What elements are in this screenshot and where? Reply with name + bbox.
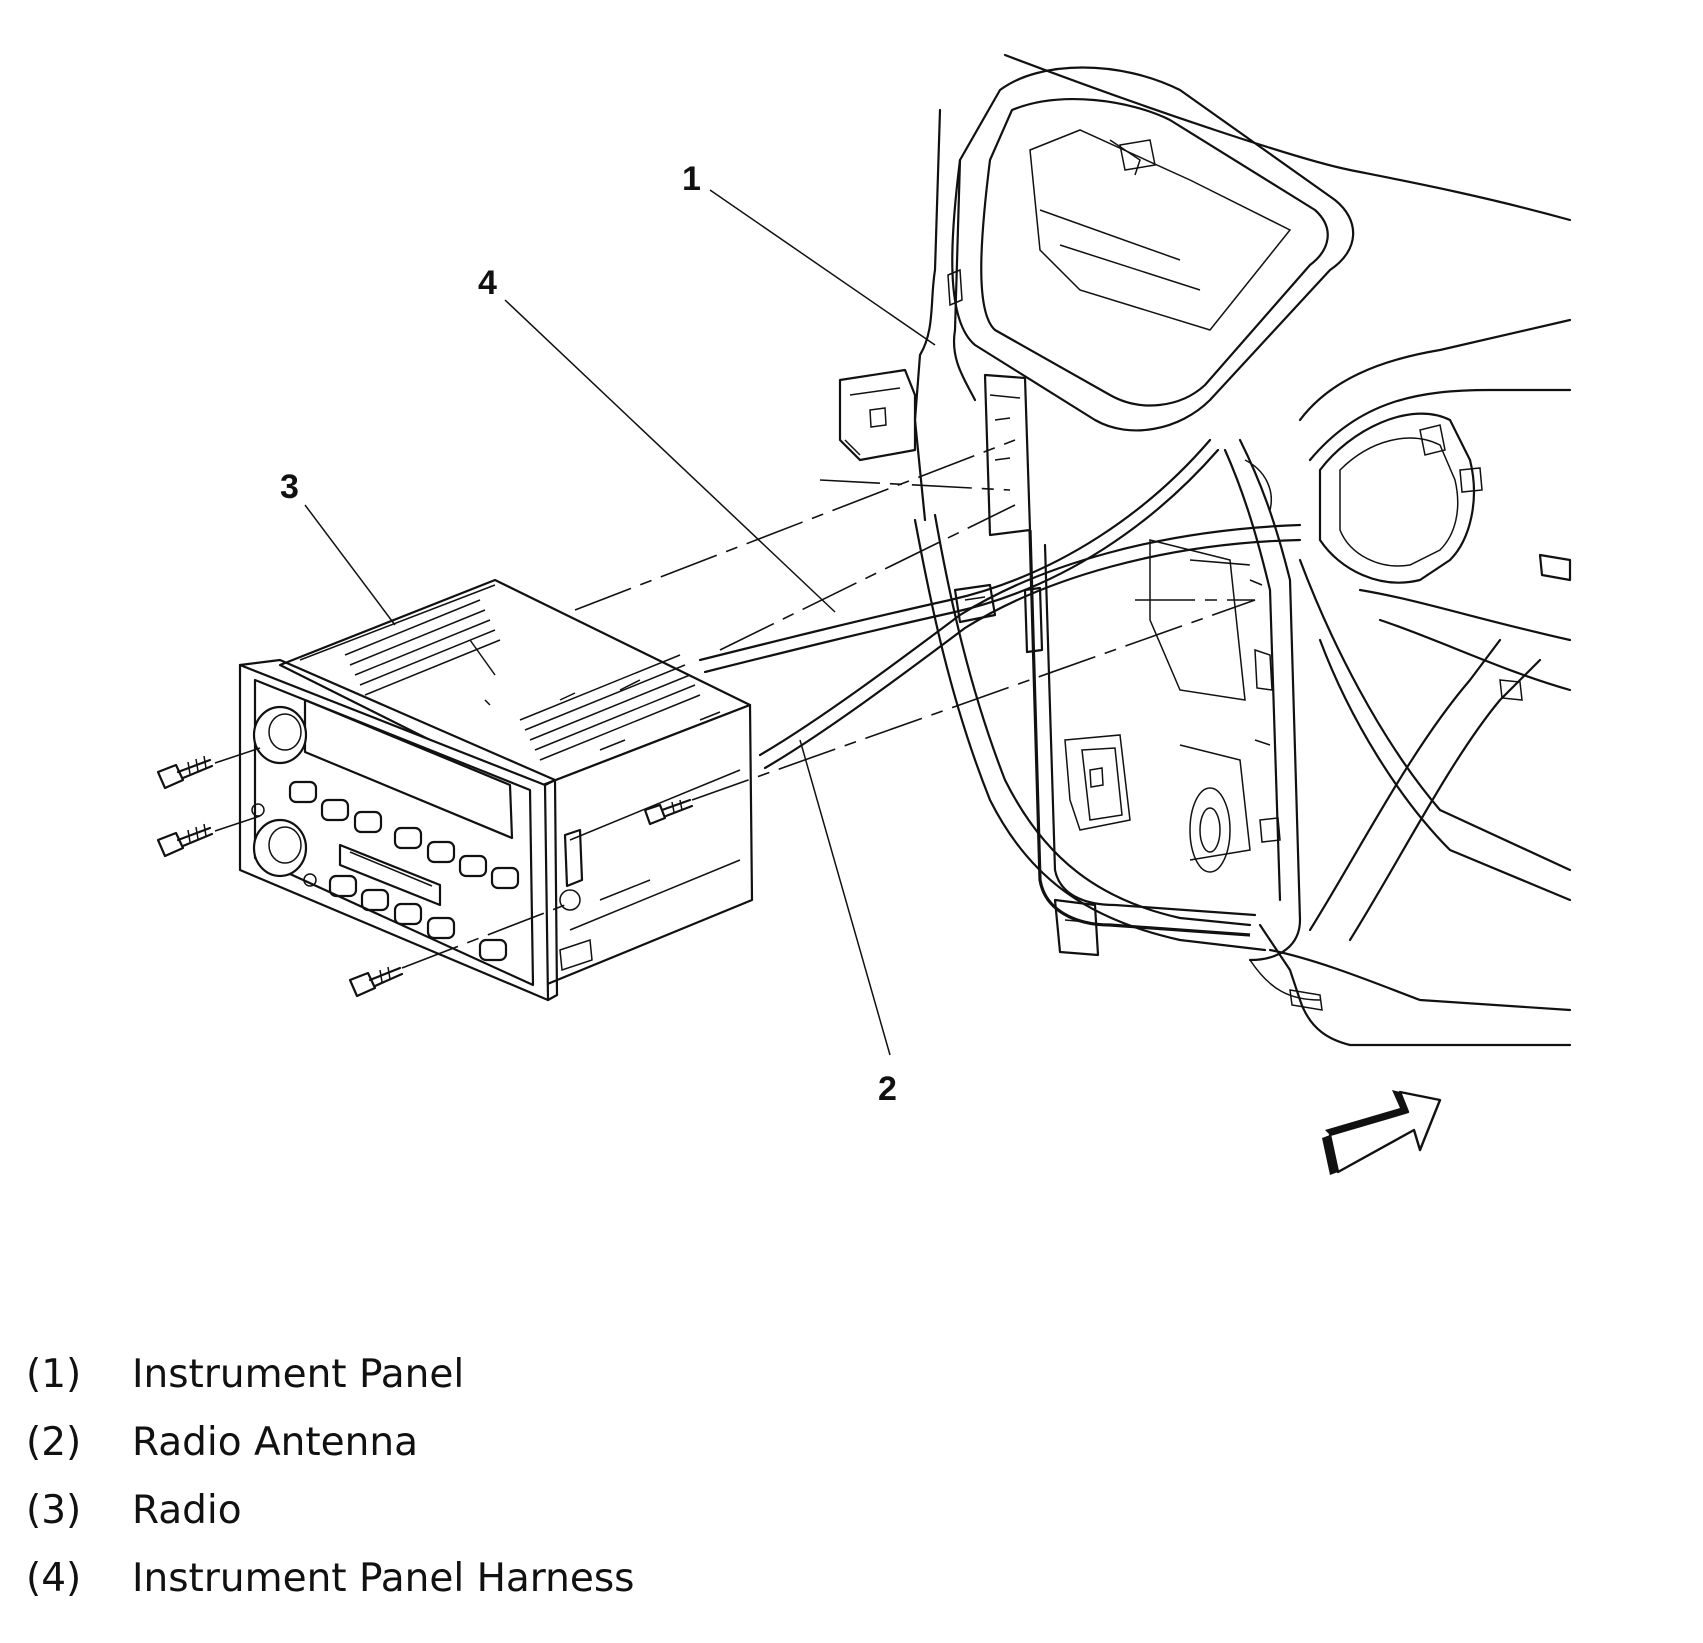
legend-label: Instrument Panel	[132, 1351, 465, 1397]
screw-mid-left	[156, 823, 214, 858]
legend-number: (4)	[26, 1555, 82, 1601]
legend-label: Instrument Panel Harness	[132, 1555, 635, 1601]
callout-4: 4	[478, 264, 497, 302]
alignment-lines	[214, 439, 1256, 969]
vehicle-front-arrow-icon	[1322, 1090, 1442, 1175]
mounting-screws	[156, 755, 694, 998]
legend-label: Radio	[132, 1487, 242, 1533]
instrument-panel-drawing	[838, 53, 1572, 1047]
screw-right	[643, 798, 694, 826]
callout-2: 2	[878, 1070, 897, 1108]
legend-item: (1) Instrument Panel	[26, 1340, 635, 1408]
callout-3: 3	[280, 468, 299, 506]
radio-drawing	[238, 578, 754, 1002]
legend-item: (4) Instrument Panel Harness	[26, 1544, 635, 1612]
leader-4	[504, 299, 836, 613]
radio-top-vents	[344, 599, 701, 761]
instrument-panel-harness-cable	[698, 438, 1220, 674]
legend-number: (3)	[26, 1487, 82, 1533]
legend-item: (2) Radio Antenna	[26, 1408, 635, 1476]
screw-upper-left	[156, 755, 214, 790]
leader-1	[709, 189, 936, 346]
legend-label: Radio Antenna	[132, 1419, 419, 1465]
screw-lower-left	[348, 966, 404, 998]
legend-number: (2)	[26, 1419, 82, 1465]
legend-number: (1)	[26, 1351, 82, 1397]
callout-1: 1	[682, 160, 701, 198]
legend-item: (3) Radio	[26, 1476, 635, 1544]
leader-3	[304, 504, 396, 626]
leader-2	[799, 739, 891, 1056]
legend: (1) Instrument Panel (2) Radio Antenna (…	[26, 1340, 635, 1612]
callout-leaders	[304, 189, 936, 1056]
radio-buttons	[288, 780, 520, 962]
radio-antenna-cable	[758, 523, 1302, 770]
